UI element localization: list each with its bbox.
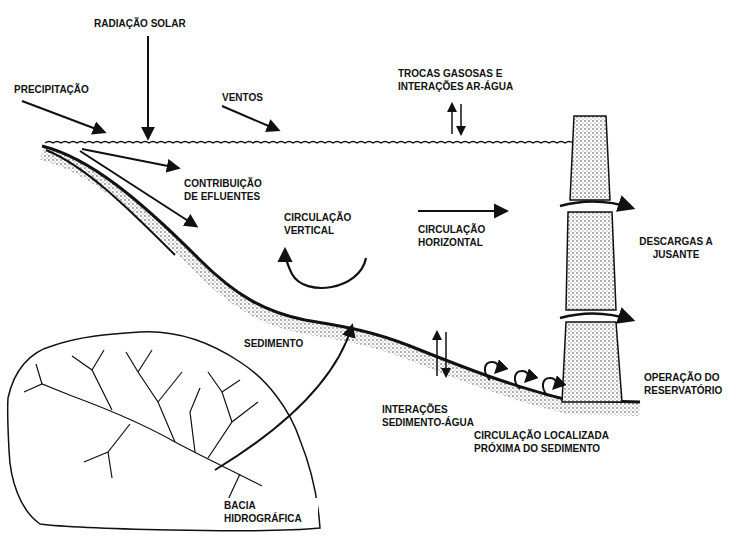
dam-block [562, 322, 622, 402]
vertical-circulation-arrow [285, 250, 366, 288]
gas-exchange-arrow [451, 104, 453, 134]
label: CIRCULAÇÃO HORIZONTAL [416, 222, 512, 250]
label: DESCARGAS A JUSANTE [634, 234, 718, 262]
local-circulation-curl [515, 371, 528, 389]
discharge-arrow [560, 201, 632, 208]
discharge-arrow [560, 313, 632, 320]
wind-arrow [222, 106, 278, 130]
gas-exchange-arrow [460, 104, 462, 134]
label: CIRCULAÇÃO VERTICAL [282, 210, 368, 238]
label: INTERAÇÕES SEDIMENTO-ÁGUA [380, 402, 498, 430]
precipitation-arrow [22, 101, 104, 132]
radiation-arrow [147, 36, 149, 138]
label: OPERAÇÃO DO RESERVATÓRIO [642, 370, 742, 398]
effluent-arrow [80, 151, 196, 226]
horizontal-circulation-arrow [418, 210, 506, 212]
water-surface [45, 142, 573, 144]
river-network [24, 350, 262, 504]
label: TROCAS GASOSAS E INTERAÇÕES AR-ÁGUA [396, 66, 534, 94]
basin-inflow-arrow [215, 326, 352, 470]
sediment-exchange-arrow [436, 332, 438, 376]
label: PRECIPITAÇÃO [12, 82, 91, 97]
label: SEDIMENTO [242, 336, 305, 351]
sediment-exchange-arrow [445, 332, 447, 376]
label: CONTRIBUIÇÃO DE EFLUENTES [182, 176, 280, 204]
label: VENTOS [220, 90, 265, 105]
local-circulation-curl [485, 362, 498, 380]
label: RADIAÇÃO SOLAR [92, 16, 188, 31]
label: CIRCULAÇÃO LOCALIZADA PRÓXIMA DO SEDIMEN… [472, 428, 638, 456]
watershed-outline [8, 332, 320, 531]
effluent-arrow [82, 149, 178, 168]
dam-block [570, 116, 610, 200]
dam-block [566, 212, 616, 310]
local-circulation-curl [543, 378, 556, 396]
ground-layer [46, 150, 175, 255]
label: BACIA HIDROGRÁFICA [222, 498, 318, 526]
